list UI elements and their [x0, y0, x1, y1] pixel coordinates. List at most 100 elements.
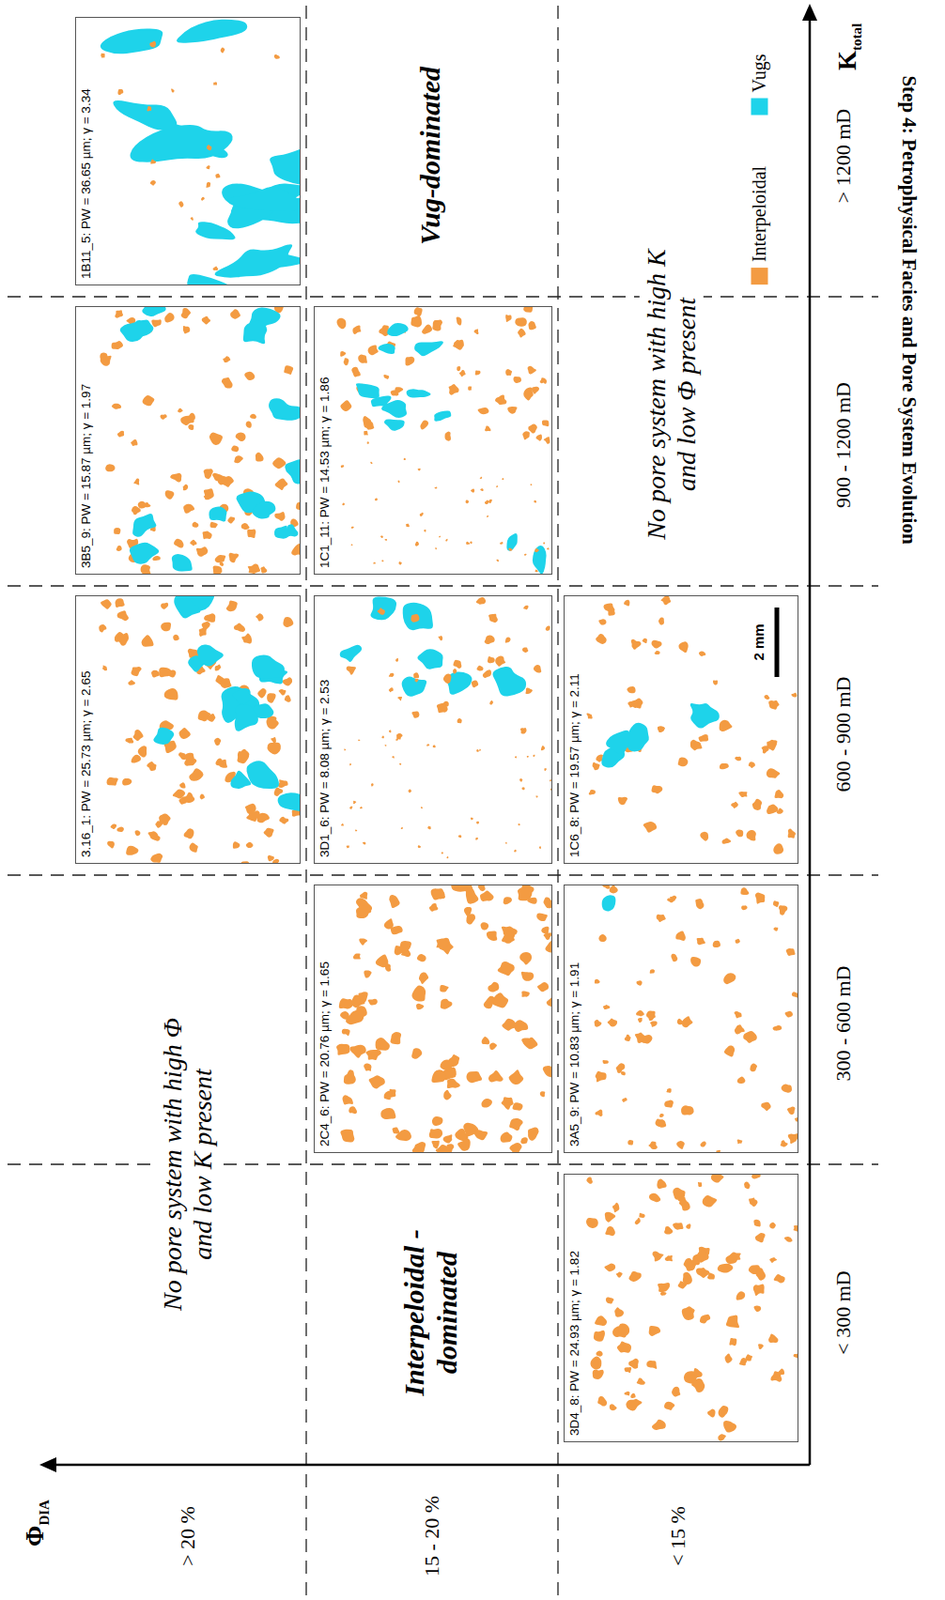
interpeloidal-pore [681, 1306, 696, 1321]
interpeloidal-pore [695, 898, 704, 910]
interpeloidal-pore [183, 325, 190, 334]
interpeloidal-pore [388, 687, 394, 693]
interpeloidal-pore [452, 660, 462, 669]
interpeloidal-pore [201, 621, 211, 631]
interpeloidal-pore [774, 1274, 786, 1284]
interpeloidal-pore [170, 473, 182, 483]
interpeloidal-pore [530, 483, 533, 486]
axis-tick: 15 - 20 % [419, 1496, 444, 1578]
interpeloidal-pore [231, 446, 239, 453]
micrograph-panel: 3D4_8: PW = 24.93 µm; γ = 1.82 [563, 1174, 799, 1443]
interpeloidal-pore [741, 905, 747, 911]
interpeloidal-pore [711, 1175, 725, 1184]
interpeloidal-pore [681, 1016, 694, 1028]
interpeloidal-pore [246, 420, 252, 428]
interpeloidal-pore [213, 265, 219, 271]
interpeloidal-pore [149, 41, 156, 48]
vug-pore [251, 655, 285, 680]
interpeloidal-pore [793, 1225, 799, 1232]
interpeloidal-pore [266, 743, 280, 756]
interpeloidal-pore [355, 830, 357, 833]
interpeloidal-pore [537, 982, 549, 992]
interpeloidal-pore [203, 613, 216, 622]
interpeloidal-pore [267, 855, 275, 863]
interpeloidal-pore [734, 757, 742, 762]
interpeloidal-pore [340, 823, 344, 827]
interpeloidal-pore [478, 885, 486, 892]
sample-caption: 3D4_8: PW = 24.93 µm; γ = 1.82 [567, 1248, 583, 1440]
interpeloidal-pore [743, 1182, 750, 1191]
interpeloidal-pore [487, 656, 496, 664]
axis-symbol: Φ [20, 1526, 50, 1548]
interpeloidal-pore [418, 972, 429, 985]
axis-tick: < 15 % [666, 1506, 690, 1567]
interpeloidal-pore [341, 1029, 351, 1038]
interpeloidal-pore [107, 841, 115, 850]
interpeloidal-pore [432, 320, 443, 332]
interpeloidal-pore [505, 314, 512, 323]
interpeloidal-pore [158, 813, 171, 825]
vug-pore [129, 542, 159, 565]
interpeloidal-pore [105, 464, 115, 472]
interpeloidal-pore [265, 718, 279, 730]
interpeloidal-pore [481, 1037, 491, 1045]
interpeloidal-pore [450, 885, 460, 891]
interpeloidal-pore [100, 599, 112, 609]
interpeloidal-pore [365, 1050, 381, 1061]
interpeloidal-pore [117, 431, 124, 438]
interpeloidal-pore [178, 728, 190, 740]
legend-swatch [750, 98, 768, 116]
interpeloidal-pore [521, 991, 530, 998]
interpeloidal-pore [627, 1140, 634, 1146]
thin-section-image [76, 596, 301, 865]
interpeloidal-pore [340, 464, 344, 468]
interpeloidal-pore [721, 838, 731, 845]
legend-item: Vugs [748, 53, 771, 115]
interpeloidal-pore [586, 712, 592, 719]
interpeloidal-pore [488, 499, 493, 504]
interpeloidal-pore [412, 1142, 426, 1154]
interpeloidal-pore [769, 1257, 777, 1264]
sample-caption: 3.16_1: PW = 25.73 µm; γ = 2.65 [78, 668, 94, 861]
interpeloidal-pore [598, 934, 606, 943]
region-note: No pore system with high Φ and low K pre… [155, 1004, 220, 1326]
interpeloidal-pore [748, 1198, 755, 1205]
interpeloidal-pore [477, 666, 484, 672]
vug-pore [227, 183, 301, 229]
vug-pore [132, 513, 156, 538]
vug-pore [227, 186, 301, 211]
interpeloidal-pore [100, 356, 112, 367]
interpeloidal-pore [595, 1071, 607, 1084]
interpeloidal-pore [664, 1226, 673, 1235]
interpeloidal-pore [417, 954, 427, 962]
interpeloidal-pore [656, 914, 667, 923]
interpeloidal-pore [133, 729, 144, 742]
axis-subscript: DIA [36, 1500, 53, 1527]
interpeloidal-pore [614, 1307, 624, 1317]
interpeloidal-pore [340, 400, 352, 412]
phi-axis [54, 1464, 810, 1468]
interpeloidal-pore [215, 664, 222, 671]
interpeloidal-pore [793, 1354, 799, 1360]
interpeloidal-pore [160, 603, 169, 610]
interpeloidal-pore [133, 479, 140, 486]
interpeloidal-pore [696, 1268, 710, 1279]
interpeloidal-pore [416, 1004, 424, 1010]
interpeloidal-pore [535, 795, 538, 798]
interpeloidal-pore [671, 1387, 681, 1398]
interpeloidal-pore [146, 106, 152, 112]
interpeloidal-pore [246, 842, 254, 849]
interpeloidal-pore [124, 738, 134, 744]
interpeloidal-pore [185, 753, 195, 762]
interpeloidal-pore [206, 144, 212, 151]
interpeloidal-pore [239, 749, 250, 760]
thin-section-image [314, 307, 553, 575]
interpeloidal-pore [646, 1010, 656, 1022]
interpeloidal-pore [363, 970, 372, 978]
interpeloidal-pore [219, 561, 225, 567]
vug-pore [215, 244, 294, 278]
interpeloidal-pore [753, 1284, 765, 1297]
interpeloidal-pore [717, 1434, 727, 1441]
divider-line [7, 585, 879, 587]
interpeloidal-pore [505, 842, 508, 845]
